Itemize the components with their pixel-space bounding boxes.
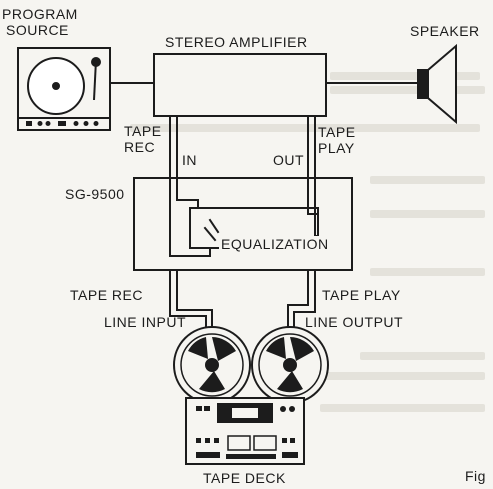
line-output-cable bbox=[287, 304, 309, 331]
amp-tape-play-label: TAPE PLAY bbox=[318, 124, 356, 156]
equalization-routing bbox=[208, 218, 220, 234]
equalization-routing bbox=[169, 177, 211, 257]
equalization-routing bbox=[203, 226, 217, 242]
reel-to-reel-tape-deck-icon bbox=[172, 326, 329, 465]
figure-label: Fig bbox=[465, 468, 486, 484]
background-text-line bbox=[330, 86, 485, 94]
sg9500-box bbox=[133, 177, 353, 271]
out-label: OUT bbox=[273, 152, 305, 168]
speaker-icon bbox=[417, 43, 457, 125]
stereo-amplifier-label: STEREO AMPLIFIER bbox=[165, 34, 308, 50]
background-text-line bbox=[130, 124, 480, 132]
line-input-label: LINE INPUT bbox=[104, 314, 187, 330]
line-output-label: LINE OUTPUT bbox=[305, 314, 404, 330]
background-text-line bbox=[320, 404, 485, 412]
background-text-line bbox=[370, 176, 485, 184]
tape-play-label: TAPE PLAY bbox=[322, 287, 401, 303]
tape-deck-label: TAPE DECK bbox=[203, 470, 286, 486]
stereo-amplifier-box bbox=[153, 53, 327, 117]
equalization-routing bbox=[176, 177, 199, 209]
tape-rec-label: TAPE REC bbox=[70, 287, 143, 303]
program-source-label: PROGRAM SOURCE bbox=[2, 6, 78, 38]
turntable-icon bbox=[17, 47, 111, 131]
equalization-label: EQUALIZATION bbox=[219, 236, 331, 252]
background-text-line bbox=[330, 72, 480, 80]
background-text-line bbox=[370, 268, 485, 276]
background-text-line bbox=[370, 210, 485, 218]
line-output-cable bbox=[293, 304, 316, 331]
speaker-label: SPEAKER bbox=[410, 23, 480, 39]
background-text-line bbox=[320, 372, 485, 380]
in-label: IN bbox=[182, 152, 197, 168]
line-input-cable bbox=[176, 309, 213, 331]
line-input-cable bbox=[169, 309, 207, 331]
sg9500-label: SG-9500 bbox=[65, 186, 125, 202]
amp-tape-rec-label: TAPE REC bbox=[124, 123, 162, 155]
background-text-line bbox=[360, 352, 485, 360]
